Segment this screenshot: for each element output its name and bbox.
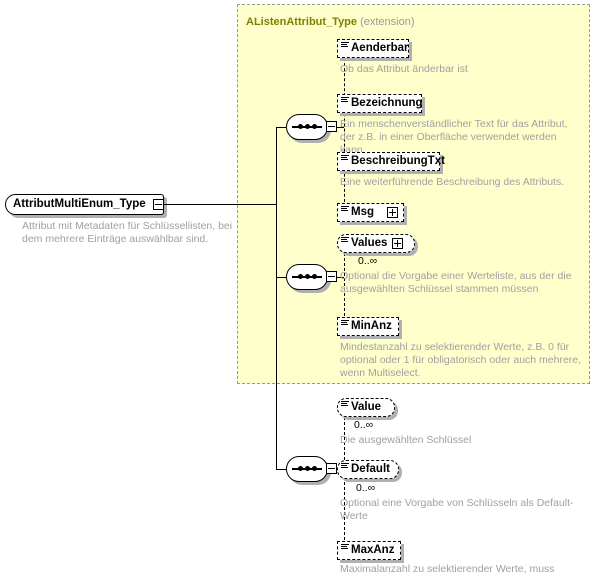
element-values-expand-toggle[interactable]	[392, 238, 403, 249]
element-minanz[interactable]: MinAnz	[337, 317, 399, 336]
root-type-documentation: Attribut mit Metadaten für Schlüssellist…	[22, 220, 233, 245]
sequence-2-dot	[305, 274, 310, 279]
attribute-lines-icon	[341, 320, 349, 327]
root-type-box[interactable]: AttributMultiEnum_Type	[5, 194, 164, 215]
attribute-lines-icon	[341, 42, 349, 49]
sequence-compositor-3[interactable]	[286, 456, 331, 485]
connector-main-spine	[276, 127, 277, 470]
element-beschreibungtxt-documentation: Eine weiterführende Beschreibung des Att…	[340, 176, 565, 188]
connector-spine-to-seq1	[276, 127, 286, 128]
element-msg-label: Msg	[351, 205, 374, 218]
element-beschreibungtxt[interactable]: BeschreibungTxt	[337, 152, 445, 171]
sequence-2-dot	[298, 274, 303, 279]
element-msg-expand-toggle[interactable]	[387, 207, 398, 218]
element-bezeichnung-documentation: Ein menschenverständlicher Text für das …	[340, 118, 568, 156]
element-values-cardinality: 0..∞	[358, 255, 378, 267]
attribute-lines-icon	[341, 155, 349, 162]
element-minanz-label: MinAnz	[351, 319, 392, 332]
element-values-label: Values	[351, 236, 388, 249]
element-value-label: Value	[351, 400, 382, 413]
branch-bus-group-1	[344, 48, 345, 212]
sequence-compositor-2[interactable]	[286, 264, 331, 293]
element-value-documentation: Die ausgewählten Schlüssel	[340, 434, 472, 446]
sequence-3-dot	[298, 466, 303, 471]
element-maxanz[interactable]: MaxAnz	[337, 541, 401, 560]
connector-spine-to-seq3	[276, 469, 286, 470]
root-collapse-toggle[interactable]	[153, 199, 164, 210]
attribute-lines-icon	[341, 401, 349, 408]
connector-spine-to-seq2	[276, 277, 286, 278]
sequence-compositor-1[interactable]	[286, 114, 331, 143]
element-value[interactable]: Value	[337, 398, 395, 417]
sequence-3-collapse-toggle[interactable]	[326, 463, 337, 474]
element-default-label: Default	[351, 462, 390, 475]
branch-bus-group-2	[344, 243, 345, 326]
element-values-documentation: Optional die Vorgabe einer Werteliste, a…	[340, 270, 572, 295]
element-default[interactable]: Default	[337, 460, 399, 479]
root-type-label: AttributMultiEnum_Type	[13, 197, 146, 210]
extension-container	[237, 4, 590, 384]
sequence-2-dot	[312, 274, 317, 279]
attribute-lines-icon	[341, 463, 349, 470]
sequence-2-collapse-toggle[interactable]	[326, 271, 337, 282]
connector-seq1-to-branch	[337, 127, 344, 128]
element-default-cardinality: 0..∞	[356, 482, 376, 494]
connector-root-to-spine	[164, 204, 276, 205]
extension-kind-label: (extension)	[360, 16, 415, 28]
element-maxanz-label: MaxAnz	[351, 543, 395, 556]
sequence-1-collapse-toggle[interactable]	[326, 121, 337, 132]
element-maxanz-documentation: Maximalanzahl zu selektierender Werte, m…	[340, 563, 555, 577]
element-aenderbar[interactable]: Aenderbar	[337, 39, 409, 58]
sequence-3-dot	[312, 466, 317, 471]
sequence-1-dot	[305, 124, 310, 129]
attribute-lines-icon	[341, 237, 349, 244]
element-values[interactable]: Values	[337, 234, 415, 253]
element-beschreibungtxt-label: BeschreibungTxt	[351, 154, 445, 167]
extension-title: AListenAttribut_Type (extension)	[246, 16, 415, 28]
attribute-lines-icon	[341, 544, 349, 551]
element-value-cardinality: 0..∞	[354, 419, 374, 431]
connector-seq2-to-branch	[337, 277, 344, 278]
sequence-3-dot	[305, 466, 310, 471]
sequence-1-dot	[298, 124, 303, 129]
element-bezeichnung-label: Bezeichnung	[351, 96, 423, 109]
element-bezeichnung[interactable]: Bezeichnung	[337, 94, 423, 113]
element-default-documentation: Optional eine Vorgabe von Schlüsseln als…	[340, 497, 574, 522]
element-minanz-documentation: Mindestanzahl zu selektierender Werte, z…	[340, 341, 582, 379]
element-aenderbar-documentation: Ob das Attribut änderbar ist	[340, 63, 468, 75]
extension-type-name: AListenAttribut_Type	[246, 16, 358, 28]
sequence-1-dot	[312, 124, 317, 129]
element-aenderbar-label: Aenderbar	[351, 41, 409, 54]
attribute-lines-icon	[341, 97, 349, 104]
attribute-lines-icon	[341, 206, 349, 213]
